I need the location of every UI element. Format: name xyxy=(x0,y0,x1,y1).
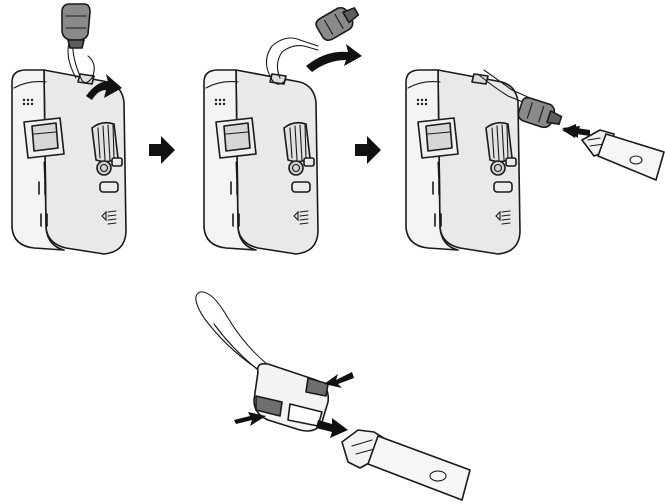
camera-body-step-1 xyxy=(11,69,127,255)
pull-arrow xyxy=(316,418,348,438)
camera-body-step-2 xyxy=(203,69,319,255)
clip-step-1 xyxy=(61,3,91,49)
squeeze-arrow-top xyxy=(324,372,354,388)
step-1-group xyxy=(11,3,127,255)
motion-arrow-step-1 xyxy=(86,74,122,100)
strap-cord-step-3 xyxy=(477,73,529,105)
camera-body-step-3 xyxy=(405,69,521,255)
detail-neck-strap xyxy=(341,429,471,501)
step-3-group xyxy=(405,69,665,255)
next-step-arrow-1 xyxy=(149,136,175,164)
next-step-arrow-2 xyxy=(355,136,381,164)
strap-cord-step-2 xyxy=(265,37,319,77)
clip-step-2 xyxy=(313,0,364,44)
step-2-group xyxy=(203,0,364,255)
detail-strap-cord xyxy=(195,291,273,373)
detail-clip xyxy=(253,362,330,432)
strap-cord-step-1 xyxy=(72,37,95,84)
release-detail-group xyxy=(195,291,471,501)
clip-step-3 xyxy=(515,95,565,133)
neck-strap-step-3 xyxy=(581,129,665,181)
motion-arrow-step-2 xyxy=(306,44,362,72)
squeeze-arrow-bottom xyxy=(234,412,266,426)
